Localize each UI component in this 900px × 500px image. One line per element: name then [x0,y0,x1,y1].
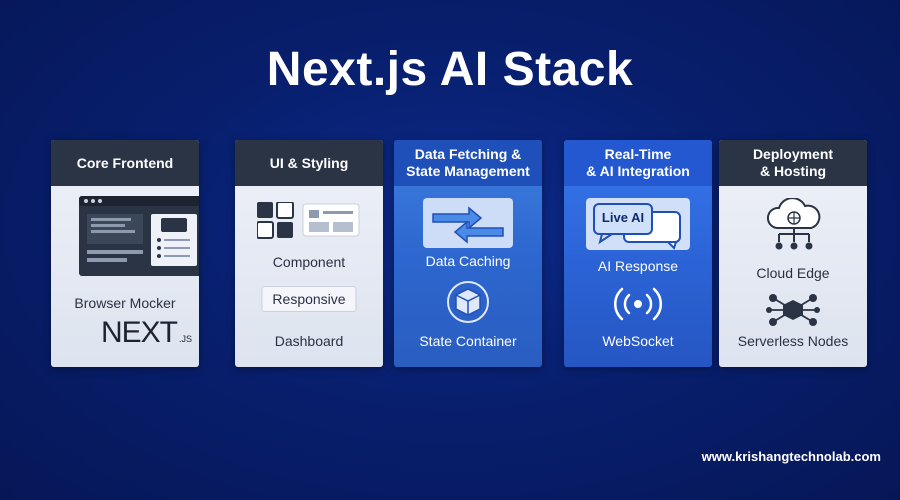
card-heading: Deployment& Hosting [719,140,867,186]
card-heading: Data Fetching &State Management [394,140,542,186]
card-heading-line1: Deployment [752,146,834,162]
nextjs-logo-suffix: .JS [179,334,193,344]
card-heading-line2: & Hosting [759,163,827,179]
nextjs-logo-text: NEXT [101,316,178,349]
page-title: Next.js AI Stack [266,43,634,96]
card-data-fetching: Data Fetching &State Management Data Cac… [394,140,542,367]
card-heading-line2: & AI Integration [586,163,690,179]
card-item: Data Caching [425,253,511,269]
nextjs-logo: NEXT.JS [101,316,199,352]
live-ai-badge: Live AI [601,210,645,225]
card-item: Component [272,254,346,270]
card-deployment: Deployment& Hosting Cloud Edge [719,140,867,367]
stack-cards: Core Frontend Browser Mocker NEXT.JS UI … [51,140,867,367]
card-item: Browser Mocker [74,295,176,311]
card-heading-line1: Data Fetching & [414,146,522,162]
node-hub-icon [766,294,820,326]
card-ui-styling: UI & Styling Component Responsive Dashbo… [235,140,383,367]
card-heading: Core Frontend [51,140,199,186]
card-item: Dashboard [274,333,344,349]
wireless-signal-icon [613,287,663,321]
cube-cycle-icon [447,281,489,323]
layout-grid-icon [257,202,360,239]
card-heading: Real-Time& AI Integration [564,140,712,186]
card-item: Cloud Edge [756,265,830,281]
card-heading-line2: State Management [406,163,530,179]
responsive-pill: Responsive [261,286,357,312]
card-item: WebSocket [602,333,674,349]
card-realtime-ai: Real-Time& AI Integration Live AI AI Res… [564,140,712,367]
card-heading-line1: Real-Time [604,146,672,162]
card-core-frontend: Core Frontend Browser Mocker NEXT.JS [51,140,199,367]
card-item: State Container [419,333,517,349]
cloud-network-icon [767,198,821,250]
card-item: AI Response [597,258,679,274]
browser-window-icon [79,196,199,276]
card-heading: UI & Styling [235,140,383,186]
chat-bubbles-icon [586,198,690,250]
sync-arrows-icon [423,198,513,248]
footer-url: www.krishangtechnolab.com [701,449,881,464]
card-item: Serverless Nodes [737,333,849,349]
